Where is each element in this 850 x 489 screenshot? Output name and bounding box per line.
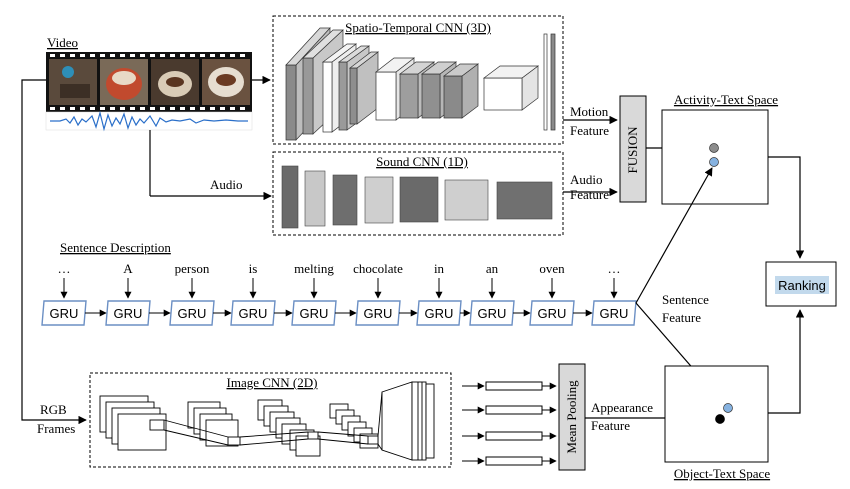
object-point-sentence (723, 403, 733, 413)
motion-feature-line1: Motion (570, 104, 609, 119)
gru-cell-6: GRU (416, 300, 462, 326)
activity-space-title: Activity-Text Space (674, 92, 778, 107)
image-cnn-layers (99, 381, 435, 461)
word-4: melting (294, 261, 334, 276)
activity-space-box (661, 109, 769, 205)
word-to-gru-arrows (60, 278, 618, 299)
sentence-title: Sentence Description (60, 240, 171, 255)
appearance-feature-line2: Feature (591, 418, 630, 433)
svg-text:GRU: GRU (178, 306, 207, 321)
arrow-video-to-rgb (21, 79, 87, 425)
image-cnn-title: Image CNN (2D) (227, 375, 318, 390)
object-space-title: Object-Text Space (674, 466, 770, 481)
word-7: an (486, 261, 499, 276)
mean-pooling-box (558, 363, 586, 471)
svg-text:GRU: GRU (478, 306, 507, 321)
gru-cell-9: GRU (591, 300, 637, 326)
word-5: chocolate (353, 261, 403, 276)
activity-point-sentence (709, 157, 719, 167)
mean-pooling-label: Mean Pooling (564, 380, 579, 454)
gru-cell-2: GRU (169, 300, 215, 326)
image-cnn-box (89, 372, 452, 468)
word-3: is (249, 261, 258, 276)
svg-text:GRU: GRU (538, 306, 567, 321)
image-cnn-connections (163, 391, 383, 451)
object-space-box (664, 365, 769, 463)
word-8: oven (539, 261, 565, 276)
sound-layers (281, 165, 553, 229)
sentence-feature-line1: Sentence (662, 292, 709, 307)
sentence-words: … A person is melting chocolate in an ov… (58, 261, 621, 276)
word-9: … (608, 261, 621, 276)
audio-label: Audio (210, 177, 243, 192)
spatio-title: Spatio-Temporal CNN (3D) (345, 20, 491, 35)
word-6: in (434, 261, 445, 276)
object-point-video (715, 414, 725, 424)
activity-point-video (709, 143, 719, 153)
gru-cell-0: GRU (41, 300, 87, 326)
arrow-activity-to-ranking (768, 156, 805, 259)
rgb-line2: Frames (37, 421, 75, 436)
video-filmstrip (46, 52, 252, 112)
ranking-label: Ranking (778, 278, 826, 293)
fusion-label: FUSION (625, 126, 640, 174)
frame-feature-bars (462, 381, 557, 466)
svg-text:GRU: GRU (364, 306, 393, 321)
gru-cell-7: GRU (469, 300, 515, 326)
arrow-object-to-ranking (768, 309, 805, 414)
svg-text:GRU: GRU (300, 306, 329, 321)
video-label: Video (47, 35, 78, 50)
rgb-line1: RGB (40, 402, 67, 417)
appearance-feature-line1: Appearance (591, 400, 653, 415)
gru-chain: GRU GRU GRU GRU GRU GRU GRU GRU GRU GRU (41, 300, 637, 326)
svg-text:GRU: GRU (239, 306, 268, 321)
word-1: A (123, 261, 133, 276)
spatio-box (272, 15, 564, 145)
gru-cell-3: GRU (230, 300, 276, 326)
gru-cell-8: GRU (529, 300, 575, 326)
audio-waveform (45, 110, 253, 132)
audio-feature-line1: Audio (570, 172, 603, 187)
spatio-layers (285, 27, 556, 141)
svg-text:GRU: GRU (425, 306, 454, 321)
sentence-feature-line2: Feature (662, 310, 701, 325)
svg-text:GRU: GRU (114, 306, 143, 321)
motion-feature-line2: Feature (570, 123, 609, 138)
svg-text:GRU: GRU (600, 306, 629, 321)
gru-cell-5: GRU (355, 300, 401, 326)
gru-cell-4: GRU (291, 300, 337, 326)
sound-title: Sound CNN (1D) (376, 154, 468, 169)
fusion-box (619, 95, 647, 203)
audio-feature-line2: Feature (570, 187, 609, 202)
gru-cell-1: GRU (105, 300, 151, 326)
arrow-sentence-to-activity (635, 167, 713, 304)
word-0: … (58, 261, 71, 276)
svg-text:GRU: GRU (50, 306, 79, 321)
sound-box (272, 151, 564, 236)
word-2: person (175, 261, 210, 276)
video-frame-1 (49, 59, 97, 105)
